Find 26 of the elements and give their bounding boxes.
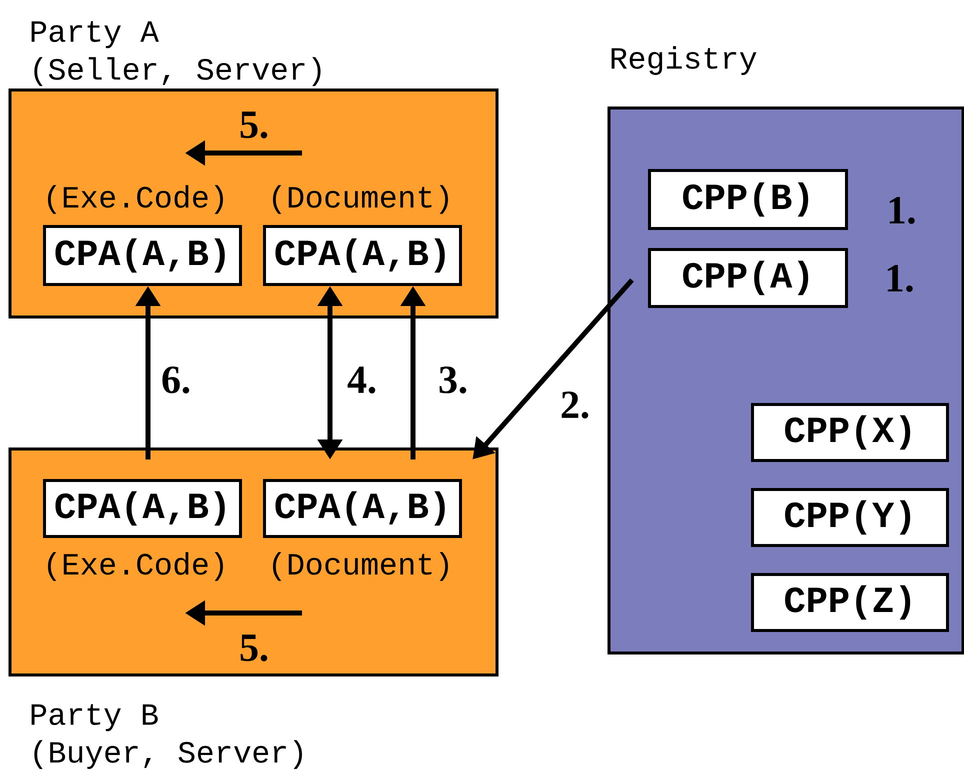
heading: Party A	[32, 21, 159, 48]
heading: (Buyer, Server)	[34, 740, 302, 769]
label-box: CPP(B)	[648, 168, 848, 230]
label-box: CPP(A)	[648, 248, 848, 308]
type-label: (Document)	[273, 552, 448, 581]
edge-label: 3.	[440, 366, 466, 394]
edge-label: 4.	[348, 366, 376, 394]
label-box: CPA(A,B)	[43, 224, 242, 286]
type-label: (Exe.Code)	[48, 185, 223, 214]
label-box: CPA(A,B)	[263, 224, 462, 286]
label-box: CPP(Z)	[751, 572, 949, 632]
step-number: 5.	[240, 112, 268, 138]
heading: Registry	[612, 46, 756, 75]
step-number: 5.	[240, 634, 268, 662]
step-number: 1.	[888, 265, 913, 292]
label-box: CPP(Y)	[751, 488, 949, 547]
label-box: CPA(A,B)	[263, 478, 462, 538]
heading: (Seller, Server)	[34, 57, 320, 86]
heading: Party B	[32, 704, 158, 732]
label-box: CPA(A,B)	[43, 478, 242, 538]
edge-label: 6.	[162, 366, 190, 394]
label-box: CPP(X)	[751, 402, 949, 462]
type-label: (Exe.Code)	[48, 552, 223, 581]
step-number: 1.	[890, 197, 915, 224]
edge-label: 2.	[562, 392, 588, 418]
type-label: (Document)	[273, 185, 448, 214]
